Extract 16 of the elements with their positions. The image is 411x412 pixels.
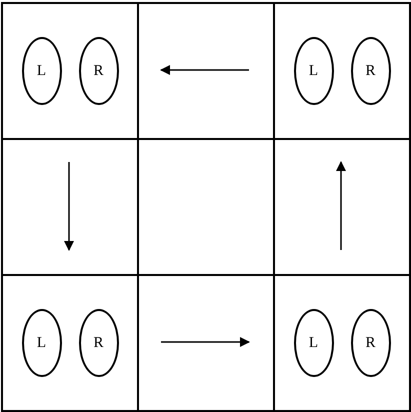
arrow xyxy=(64,162,74,251)
arrow xyxy=(336,161,346,250)
ellipse-label: L xyxy=(22,37,62,105)
ellipse-label: R xyxy=(78,309,118,377)
grid-cell xyxy=(273,2,411,140)
ellipse-label: L xyxy=(294,37,334,105)
ellipse-label: L xyxy=(294,309,334,377)
grid-cell xyxy=(1,2,139,140)
ellipse-label: L xyxy=(22,309,62,377)
grid-cell xyxy=(1,274,139,412)
ellipse-label: R xyxy=(350,309,390,377)
ellipse-label: R xyxy=(350,37,390,105)
ellipse-label: R xyxy=(78,37,118,105)
arrow xyxy=(160,65,249,75)
grid-cell xyxy=(273,274,411,412)
arrow xyxy=(161,337,250,347)
